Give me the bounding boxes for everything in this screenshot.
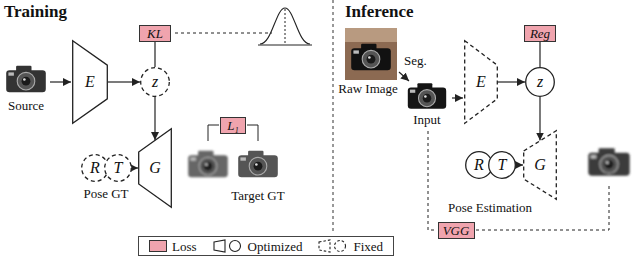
vgg-leader [428, 131, 436, 230]
network-block: G [138, 128, 172, 208]
variable-circle: T [104, 154, 132, 182]
connector [539, 42, 540, 68]
legend-text: Fixed [353, 240, 383, 253]
node-text: T [498, 157, 507, 173]
kl-leader [175, 33, 272, 34]
raw-image [345, 28, 397, 80]
source-image [6, 66, 46, 92]
section-divider [333, 0, 334, 232]
loss-box: L₁ [220, 117, 246, 134]
loss-box: Reg [524, 25, 556, 42]
raw-image [345, 28, 397, 42]
node-outline-shape [139, 129, 172, 208]
legend-icon-shape [214, 240, 225, 252]
network-block: E [464, 40, 498, 124]
loss-bracket [247, 125, 258, 141]
node-text: Reg [530, 27, 550, 40]
legend-text: Optimized [248, 240, 303, 253]
input-arrow [452, 97, 463, 98]
network-block: E [72, 40, 108, 124]
network-block: G [523, 130, 557, 200]
node-outline-shape [524, 131, 557, 200]
step-label: Seg. [404, 54, 427, 69]
node-text: L₁ [227, 119, 239, 132]
legend-icon [318, 239, 348, 253]
node-text: z [152, 74, 158, 90]
image-label: Source [8, 99, 44, 114]
node-text: G [534, 157, 546, 173]
generated-image [188, 151, 228, 177]
raw-image-camera [351, 44, 391, 70]
pose-label: Pose Estimation [448, 201, 532, 216]
node-text: z [537, 74, 543, 90]
section-heading: Inference [345, 2, 414, 22]
node-text: G [149, 160, 161, 176]
node-outline-shape [526, 68, 555, 97]
legend-item: Optimized [213, 239, 303, 253]
node-text: E [85, 74, 95, 90]
legend-swatch [149, 240, 167, 252]
legend-icon-shape [319, 240, 330, 252]
variable-circle: z [525, 67, 555, 97]
input-arrow [50, 81, 71, 82]
loss-box: VGG [438, 222, 475, 239]
loss-bracket [208, 125, 219, 141]
legend-icon-shape [335, 241, 346, 252]
node-outline-shape [141, 68, 170, 97]
node-outline-shape [105, 155, 132, 182]
legend-item: Loss [149, 240, 197, 253]
connector [498, 81, 525, 82]
node-outline-shape [82, 155, 109, 182]
node-text: T [114, 160, 123, 176]
variable-circle: T [488, 151, 516, 179]
connector [108, 81, 140, 82]
node-outline-shape [465, 41, 498, 124]
connector [539, 97, 540, 141]
node-text: KL [147, 27, 163, 40]
rendered-image [588, 148, 629, 176]
gaussian-mean [285, 9, 286, 45]
legend-text: Loss [172, 240, 197, 253]
image-label: Input [413, 113, 440, 128]
node-text: R [474, 157, 484, 173]
node-outline-shape [73, 41, 108, 124]
target-image [238, 151, 278, 177]
input-image [408, 83, 446, 109]
loss-box: KL [139, 25, 171, 42]
node-text: E [476, 74, 486, 90]
image-label: Raw Image [338, 82, 398, 97]
seg-arrow [399, 72, 409, 81]
variable-circle: z [140, 67, 170, 97]
legend-box: Loss Optimized Fixed [138, 236, 394, 256]
connector [154, 42, 155, 68]
node-text: R [90, 160, 100, 176]
pose-label: Pose GT [83, 187, 128, 202]
node-text: VGG [443, 224, 470, 237]
legend-icon-shape [229, 241, 240, 252]
gaussian-curve [260, 8, 310, 44]
connector [132, 167, 138, 168]
connector [154, 97, 155, 140]
connector [516, 164, 523, 165]
legend-icon [213, 239, 243, 253]
image-label: Target GT [231, 189, 284, 204]
node-outline-shape [489, 152, 516, 179]
section-heading: Training [4, 2, 67, 22]
legend-item: Fixed [318, 239, 383, 253]
